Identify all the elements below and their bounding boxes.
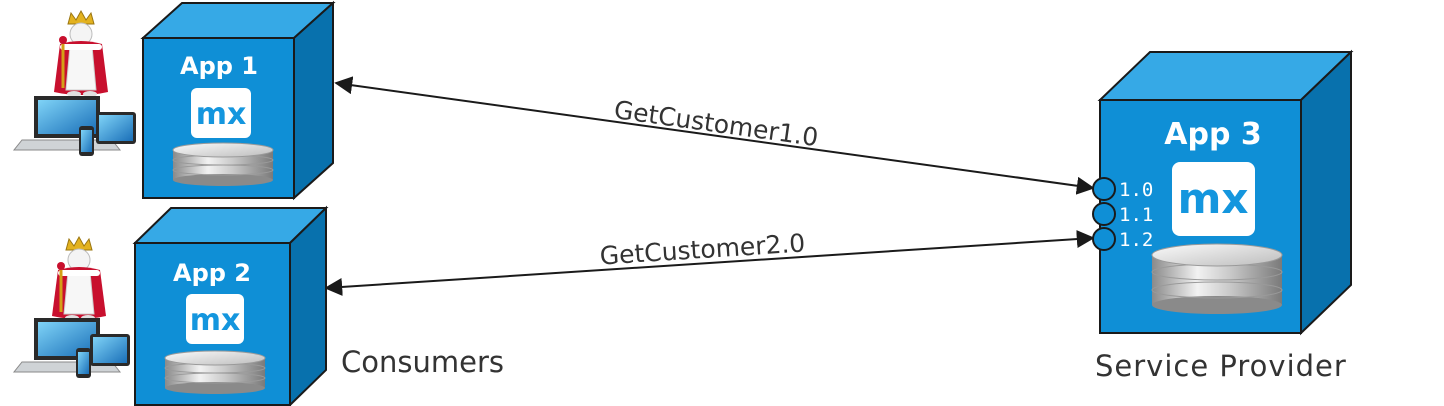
database-icon bbox=[172, 142, 274, 186]
svg-text:mx: mx bbox=[196, 97, 247, 132]
app-title: App 2 bbox=[173, 259, 251, 287]
devices-icon bbox=[12, 318, 130, 378]
king-user-icon bbox=[54, 9, 108, 97]
version-label: 1.0 bbox=[1119, 179, 1153, 201]
cube-side bbox=[1300, 49, 1352, 336]
devices-icon bbox=[12, 96, 136, 156]
cube-side bbox=[289, 205, 327, 406]
svg-text:mx: mx bbox=[190, 303, 241, 338]
service-provider-caption: Service Provider bbox=[1095, 349, 1347, 383]
port-circle[interactable] bbox=[1092, 177, 1116, 201]
port-circle[interactable] bbox=[1092, 202, 1116, 226]
database-icon bbox=[164, 350, 266, 394]
app-1-node[interactable]: App 1 mx bbox=[140, 0, 336, 201]
mx-logo-icon: mx bbox=[191, 88, 251, 138]
arrow-line bbox=[334, 76, 1095, 195]
database-icon bbox=[1151, 243, 1283, 314]
connection-label: GetCustomer1.0 bbox=[612, 95, 820, 152]
connection-getcustomer1: GetCustomer1.0 bbox=[334, 76, 1095, 195]
version-port-1-0[interactable]: 1.0 bbox=[1092, 177, 1153, 201]
connection-getcustomer2: GetCustomer2.0 bbox=[324, 228, 1095, 296]
version-port-1-1[interactable]: 1.1 bbox=[1092, 202, 1153, 226]
version-label: 1.2 bbox=[1119, 229, 1153, 251]
consumer-1-illustration bbox=[12, 9, 136, 156]
king-user-icon bbox=[52, 235, 106, 321]
arrow-line bbox=[324, 230, 1095, 296]
consumer-2-illustration bbox=[12, 235, 130, 378]
mx-logo-icon: mx bbox=[1172, 162, 1255, 236]
app-title: App 1 bbox=[180, 52, 258, 80]
app-3-node[interactable]: App 3 mx 1.0 1.1 1.2 bbox=[1092, 49, 1354, 336]
mx-logo-icon: mx bbox=[186, 294, 244, 344]
version-label: 1.1 bbox=[1119, 204, 1153, 226]
svg-text:mx: mx bbox=[1178, 174, 1249, 223]
port-circle[interactable] bbox=[1092, 227, 1116, 251]
cube-side bbox=[293, 0, 334, 201]
consumers-caption: Consumers bbox=[341, 345, 504, 379]
app-2-node[interactable]: App 2 mx bbox=[132, 205, 329, 406]
version-port-1-2[interactable]: 1.2 bbox=[1092, 227, 1153, 251]
app-title: App 3 bbox=[1164, 117, 1262, 152]
